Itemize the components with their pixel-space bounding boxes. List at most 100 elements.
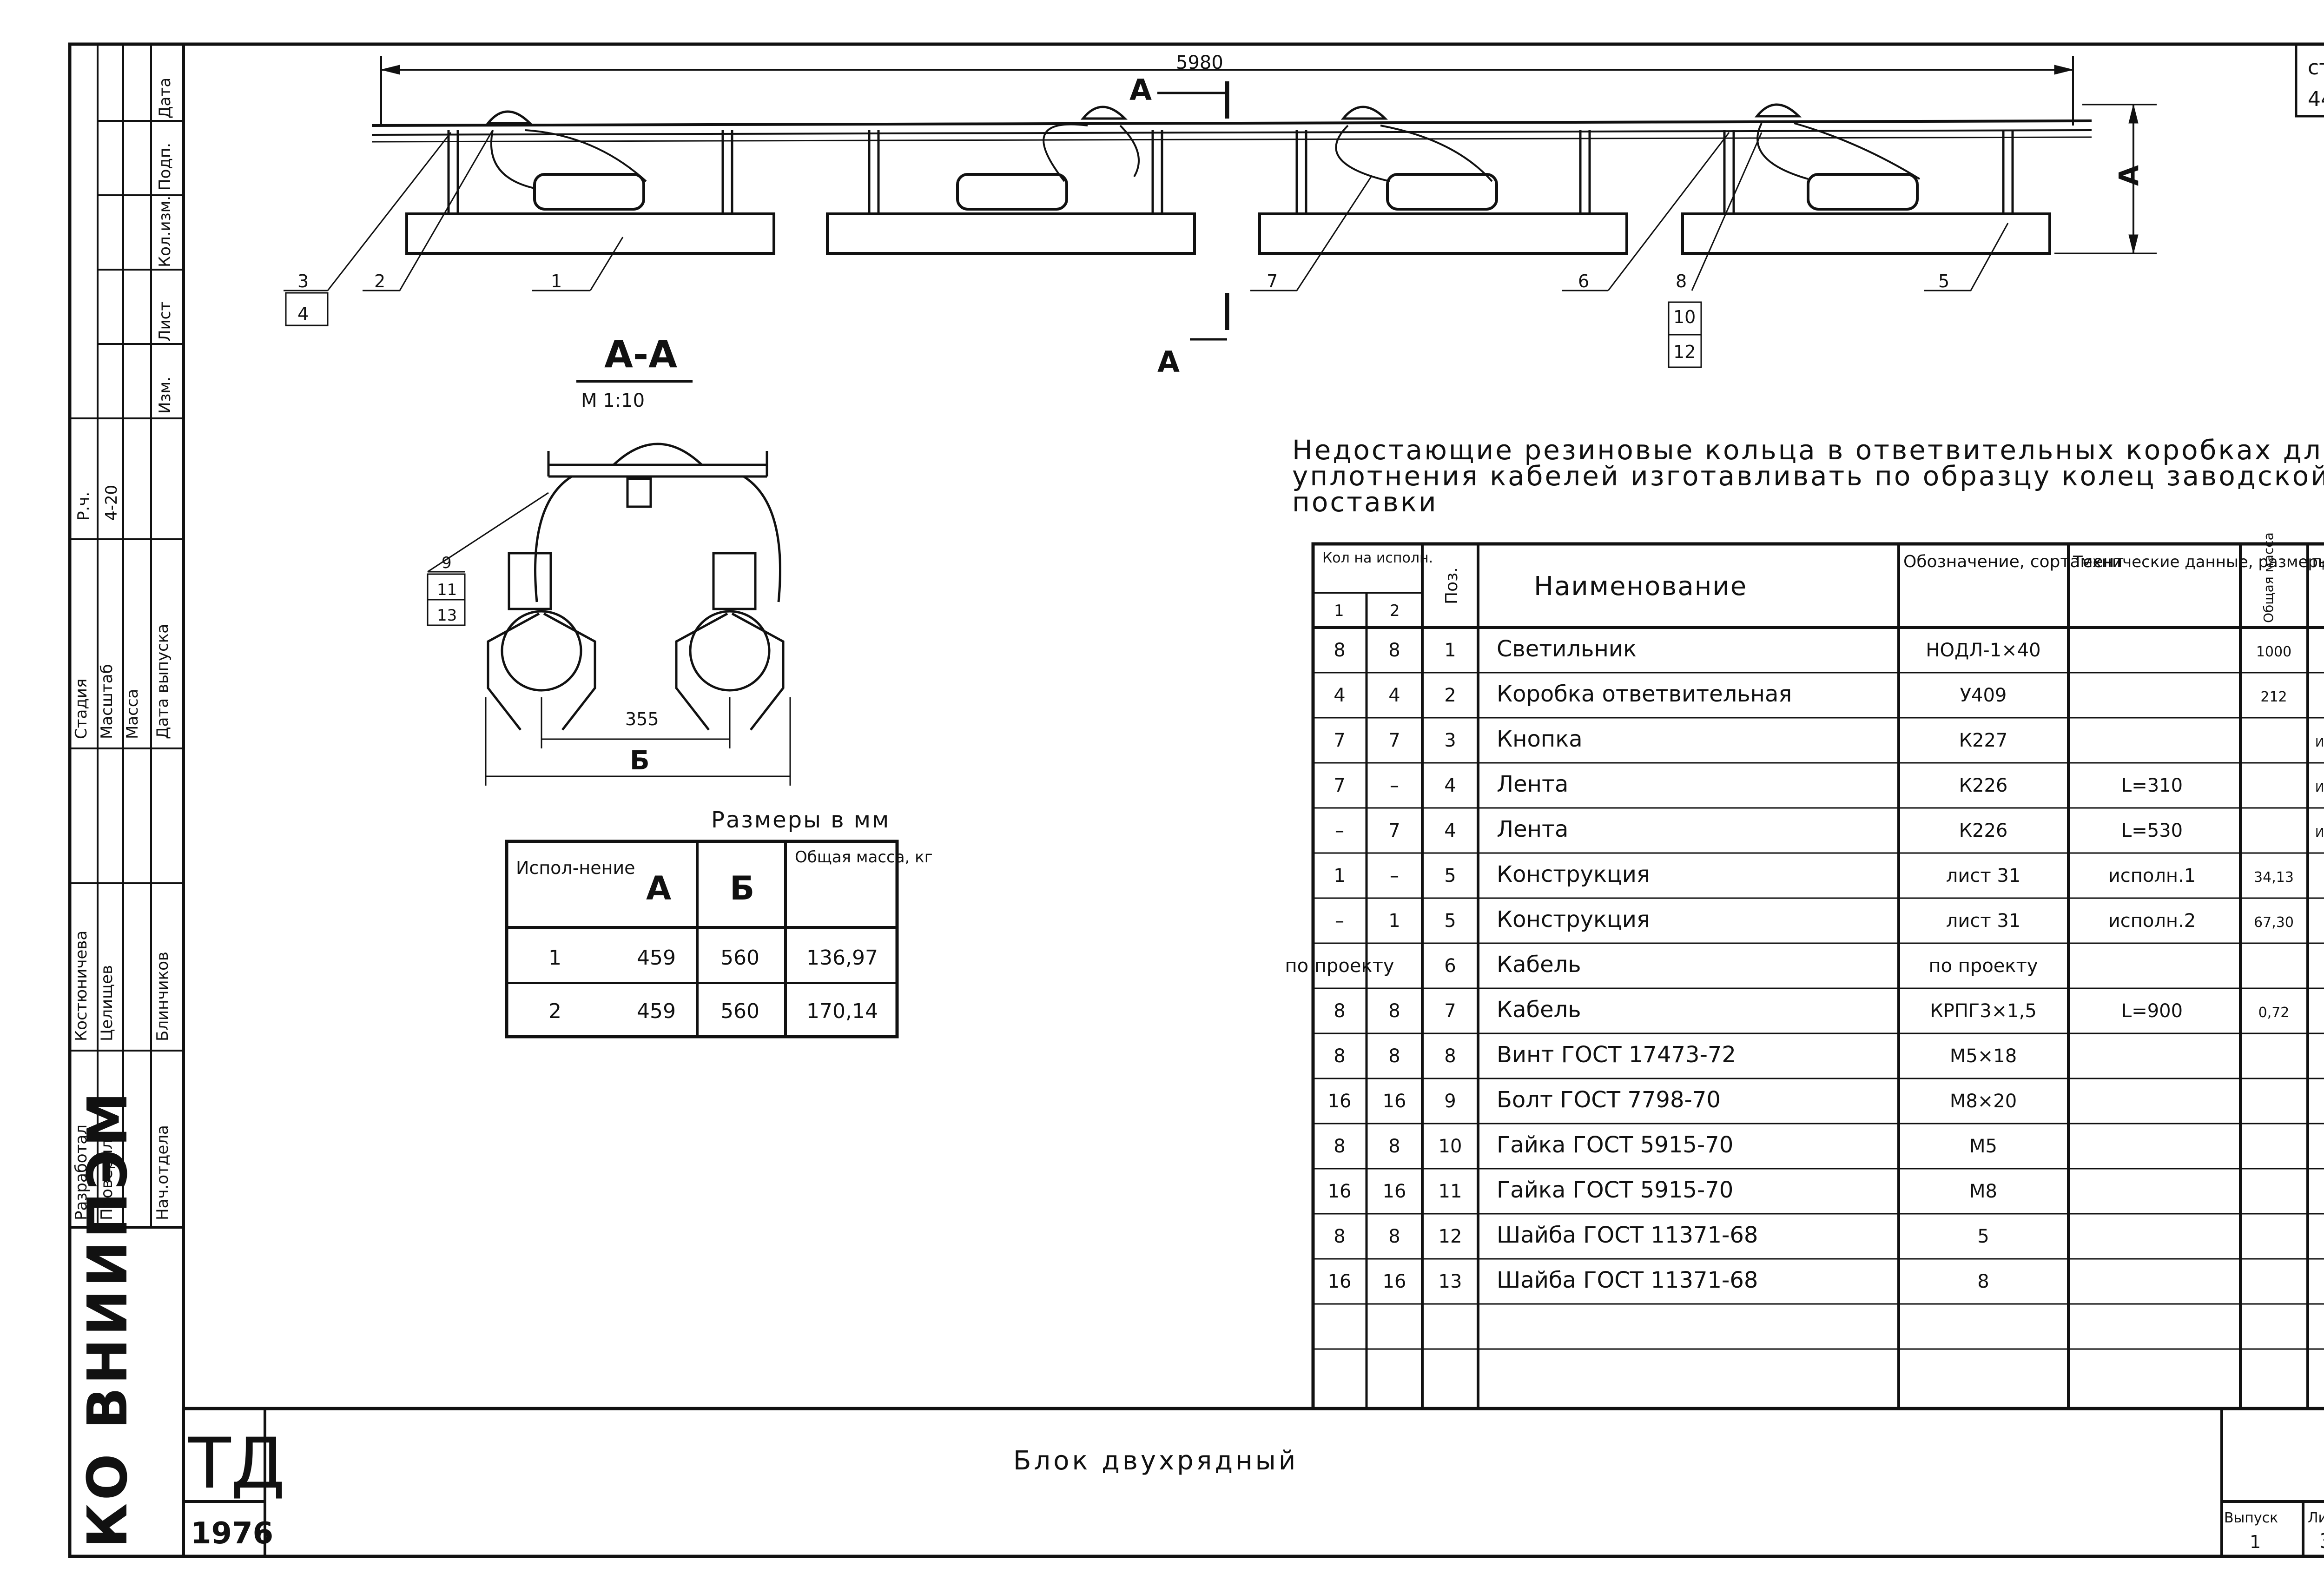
mass-label: Масса: [123, 688, 142, 739]
sizes-cell: 170,14: [806, 999, 878, 1023]
spec-cell-mass: 0,72: [2258, 1005, 2290, 1021]
section-scale: М 1:10: [581, 390, 645, 411]
spec-cell-name: Шайба ГОСТ 11371-68: [1497, 1267, 1758, 1293]
spec-cell-pos: 7: [1444, 1000, 1456, 1022]
spec-cell-des: лист 31: [1946, 910, 2020, 932]
spec-header-pos: Поз.: [1442, 567, 1461, 604]
spec-cell-name: Лента: [1497, 816, 1568, 842]
spec-cell-pos: 2: [1444, 685, 1456, 706]
spec-cell-des: К226: [1959, 775, 2008, 796]
spec-cell-tech: L=900: [2121, 1000, 2183, 1022]
spec-cell-name: Кабель: [1497, 952, 1581, 978]
spec-cell-des: М8×20: [1950, 1091, 2017, 1112]
spec-cell-des: К227: [1959, 730, 2008, 751]
general-note: Недостающие резиновые кольца в ответвите…: [1292, 434, 2324, 518]
callout: 9: [442, 554, 452, 572]
spec-cell-pos: 12: [1439, 1226, 1462, 1247]
spec-cell-des: М5: [1969, 1136, 1997, 1157]
spec-cell-mass: 67,30: [2254, 914, 2294, 931]
spec-cell-name: Конструкция: [1497, 861, 1650, 887]
spec-cell-pos: 10: [1439, 1136, 1462, 1157]
sizes-table: [505, 840, 899, 1039]
spec-cell-q2: 8: [1388, 1136, 1400, 1157]
scale-label: Масштаб: [98, 664, 116, 739]
section-mark-bottom: А: [1157, 345, 1180, 379]
side-stamp: [70, 44, 184, 1228]
spec-cell-name: Винт ГОСТ 17473-72: [1497, 1042, 1736, 1068]
revision-header-sheet: Лист: [156, 301, 174, 342]
spec-cell-note: Изд. ГЭМ: [2315, 781, 2324, 795]
revision-header-date: Дата: [156, 77, 174, 119]
spec-header-qty1: 1: [1334, 602, 1344, 620]
spec-cell-pos: 9: [1444, 1091, 1456, 1112]
spec-cell-q1: 16: [1328, 1181, 1352, 1202]
spec-cell-q1: 8: [1334, 1136, 1345, 1157]
spec-cell-name: Коробка ответвительная: [1497, 681, 1792, 707]
role-head: Нач.отдела: [153, 1125, 172, 1220]
spec-cell-tech: исполн.1: [2108, 865, 2196, 886]
sizes-cell: 459: [637, 946, 676, 970]
height-dimension-label: А: [2113, 165, 2145, 186]
rch-value: 4-20: [102, 484, 121, 521]
section-mark-top: А: [1129, 73, 1152, 107]
spec-cell-des: лист 31: [1946, 865, 2020, 886]
spec-cell-q1: 8: [1334, 640, 1345, 661]
callout: 7: [1267, 271, 1278, 291]
spec-cell-q1: 16: [1328, 1271, 1352, 1292]
spec-cell-name: Светильник: [1497, 636, 1637, 662]
section-view: [427, 443, 791, 786]
spec-cell-mass: 1000: [2256, 644, 2291, 660]
elevation-view: [284, 56, 2157, 368]
sizes-caption: Размеры в мм: [711, 807, 890, 833]
spec-header-designation: Обозначение, сортамент: [1903, 552, 2124, 571]
spec-cell-des: 5: [1977, 1226, 1989, 1247]
spec-cell-note: Изд. ГЭМ: [2315, 826, 2324, 840]
corner-label: стр: [2308, 56, 2324, 79]
spec-header-qty-group: Кол на исполн.: [1322, 550, 1433, 566]
title-block: [70, 1226, 2324, 1556]
spec-cell-q1: 8: [1334, 1000, 1345, 1022]
sizes-cell: 2: [548, 999, 561, 1023]
spec-cell-pos: 11: [1439, 1181, 1462, 1202]
sizes-cell: 136,97: [806, 946, 878, 970]
spec-cell-tech: L=530: [2121, 820, 2183, 841]
spec-cell-q2: 7: [1388, 730, 1400, 751]
sizes-cell: 560: [720, 999, 759, 1023]
spec-cell-pos: 13: [1439, 1271, 1462, 1292]
callout: 8: [1676, 271, 1687, 291]
section-dimension-outer: Б: [630, 746, 650, 776]
spec-header-tech: Технические данные, размеры: [2073, 553, 2324, 571]
sizes-header-b: Б: [730, 869, 754, 907]
spec-cell-name: Кнопка: [1497, 726, 1583, 752]
section-dimension-inner: 355: [625, 709, 659, 729]
sizes-cell: 1: [548, 946, 561, 970]
revision-header-count: Кол.изм.: [156, 195, 174, 267]
spec-cell-q1: по проекту: [1285, 955, 1394, 977]
revision-header-sign: Подп.: [156, 143, 174, 191]
spec-cell-q2: 1: [1388, 910, 1400, 932]
callout: 6: [1578, 271, 1589, 291]
callout: 11: [437, 581, 457, 599]
sheet-frame: [68, 42, 2324, 1558]
spec-cell-tech: исполн.2: [2108, 910, 2196, 932]
callout: 5: [1938, 271, 1949, 291]
spec-cell-des: У409: [1960, 685, 2007, 706]
spec-cell-q2: –: [1390, 775, 1399, 796]
spec-cell-des: М5×18: [1950, 1045, 2017, 1067]
spec-cell-q2: 8: [1388, 1000, 1400, 1022]
spec-cell-q1: 7: [1334, 730, 1345, 751]
spec-cell-name: Шайба ГОСТ 11371-68: [1497, 1222, 1758, 1248]
spec-cell-des: М8: [1969, 1181, 1997, 1202]
name-developer: Костюничева: [72, 930, 91, 1041]
spec-cell-pos: 4: [1444, 775, 1456, 796]
spec-header-qty2: 2: [1390, 602, 1400, 620]
spec-cell-q2: 16: [1383, 1181, 1406, 1202]
sizes-header-a: А: [646, 869, 671, 907]
name-checker: Целищев: [98, 965, 116, 1041]
spec-header-mass: Общая масса: [2261, 532, 2276, 623]
spec-cell-q2: –: [1390, 865, 1399, 886]
sizes-header-mass: Общая масса, кг: [795, 848, 933, 867]
callout: 3: [297, 271, 309, 291]
spec-header-note: При-ме-чание: [2312, 556, 2324, 570]
